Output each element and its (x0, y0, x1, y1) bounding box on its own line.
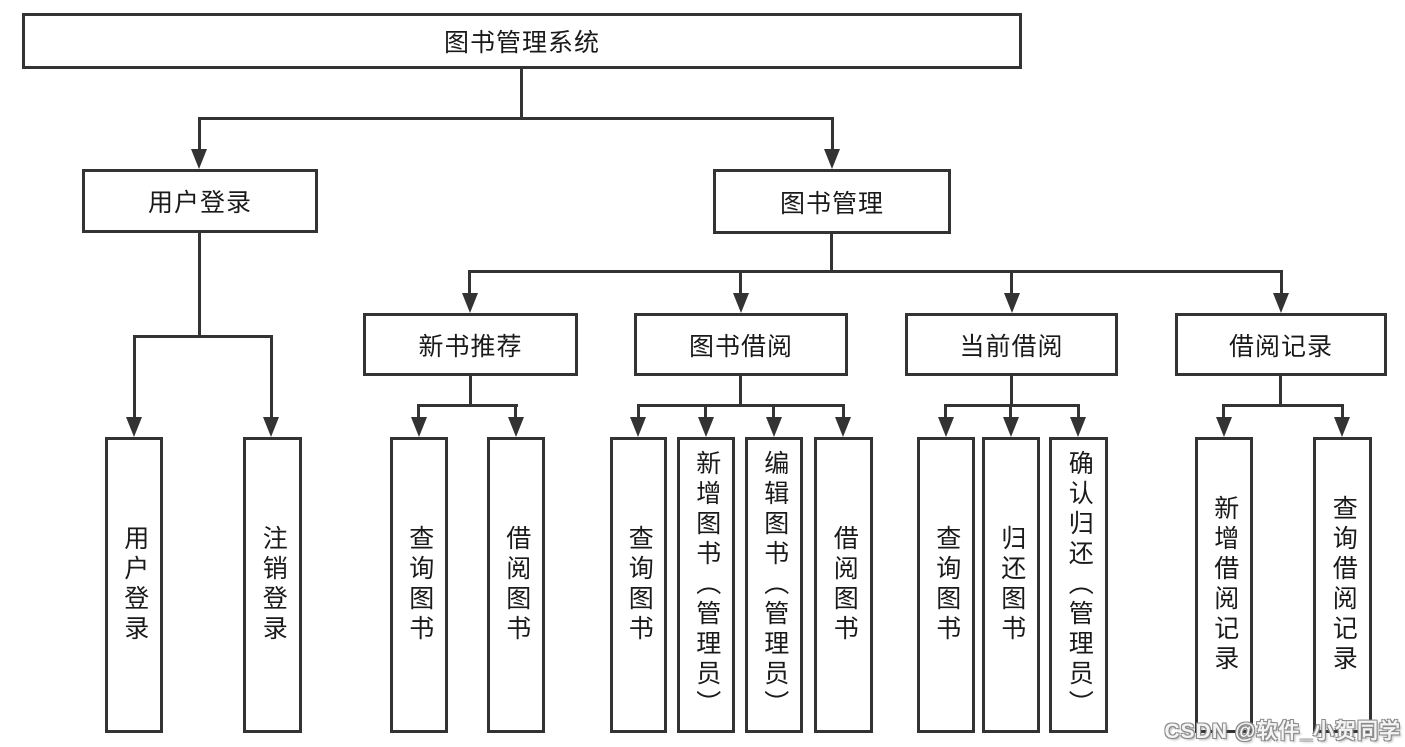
connector-vline (1279, 376, 1282, 406)
arrow-down-icon (508, 417, 524, 437)
leaf-records-add-record: 新增借阅记录 (1195, 437, 1253, 733)
connector-vline (1009, 404, 1012, 419)
node-borrow-records: 借阅记录 (1175, 313, 1387, 376)
connector-vline (469, 376, 472, 406)
connector-vline (842, 404, 845, 419)
leaf-borrow-borrow-book: 借阅图书 (814, 437, 873, 733)
node-user-login: 用户登录 (82, 169, 318, 233)
leaf-user-login: 用户登录 (105, 437, 163, 733)
connector-hline (198, 117, 834, 120)
connector-hline (133, 335, 273, 338)
arrow-down-icon (263, 417, 279, 437)
connector-vline (831, 117, 834, 151)
connector-vline (830, 234, 833, 272)
connector-hline (468, 270, 1283, 273)
connector-vline (1010, 270, 1013, 297)
connector-vline (1077, 404, 1080, 419)
arrow-down-icon (938, 417, 954, 437)
arrow-down-icon (698, 417, 714, 437)
arrow-down-icon (1004, 293, 1020, 313)
connector-vline (1341, 404, 1344, 419)
leaf-borrow-add-book-admin: 新增图书（管理员） (677, 437, 735, 733)
connector-vline (1280, 270, 1283, 297)
csdn-watermark: CSDN @软件_小贺同学 (1164, 720, 1401, 743)
leaf-current-return-book: 归还图书 (982, 437, 1040, 733)
leaf-current-confirm-return-admin: 确认归还（管理员） (1049, 437, 1108, 733)
leaf-borrow-query-book: 查询图书 (610, 437, 667, 733)
arrow-down-icon (411, 417, 427, 437)
arrow-down-icon (462, 293, 478, 313)
arrow-down-icon (630, 417, 646, 437)
arrow-down-icon (1216, 417, 1232, 437)
arrow-down-icon (1003, 417, 1019, 437)
leaf-current-query-book: 查询图书 (917, 437, 975, 733)
arrow-down-icon (835, 417, 851, 437)
arrow-down-icon (126, 417, 142, 437)
connector-vline (637, 404, 640, 419)
arrow-down-icon (1273, 293, 1289, 313)
connector-vline (520, 69, 523, 119)
connector-vline (739, 376, 742, 406)
connector-vline (704, 404, 707, 419)
connector-hline (637, 404, 845, 407)
node-current-borrow: 当前借阅 (905, 313, 1118, 376)
connector-vline (514, 404, 517, 419)
leaf-recommend-borrow-book: 借阅图书 (487, 437, 545, 733)
node-book-management: 图书管理 (713, 169, 951, 234)
connector-vline (944, 404, 947, 419)
root-node-library-system: 图书管理系统 (22, 13, 1022, 69)
leaf-logout: 注销登录 (243, 437, 302, 733)
arrow-down-icon (824, 149, 840, 169)
connector-vline (133, 335, 136, 419)
arrow-down-icon (1334, 417, 1350, 437)
connector-vline (198, 233, 201, 337)
leaf-recommend-query-book: 查询图书 (390, 437, 448, 733)
leaf-records-query-record: 查询借阅记录 (1313, 437, 1372, 733)
connector-vline (198, 117, 201, 151)
node-new-book-recommend: 新书推荐 (363, 313, 578, 376)
arrow-down-icon (1070, 417, 1086, 437)
node-book-borrow: 图书借阅 (634, 313, 848, 376)
arrow-down-icon (733, 293, 749, 313)
connector-vline (468, 270, 471, 297)
connector-vline (417, 404, 420, 419)
arrow-down-icon (766, 417, 782, 437)
arrow-down-icon (191, 149, 207, 169)
connector-vline (739, 270, 742, 297)
connector-vline (1010, 376, 1013, 406)
connector-hline (417, 404, 518, 407)
connector-hline (1222, 404, 1344, 407)
connector-vline (1222, 404, 1225, 419)
connector-vline (270, 335, 273, 419)
connector-hline (944, 404, 1080, 407)
connector-vline (772, 404, 775, 419)
leaf-borrow-edit-book-admin: 编辑图书（管理员） (745, 437, 803, 733)
